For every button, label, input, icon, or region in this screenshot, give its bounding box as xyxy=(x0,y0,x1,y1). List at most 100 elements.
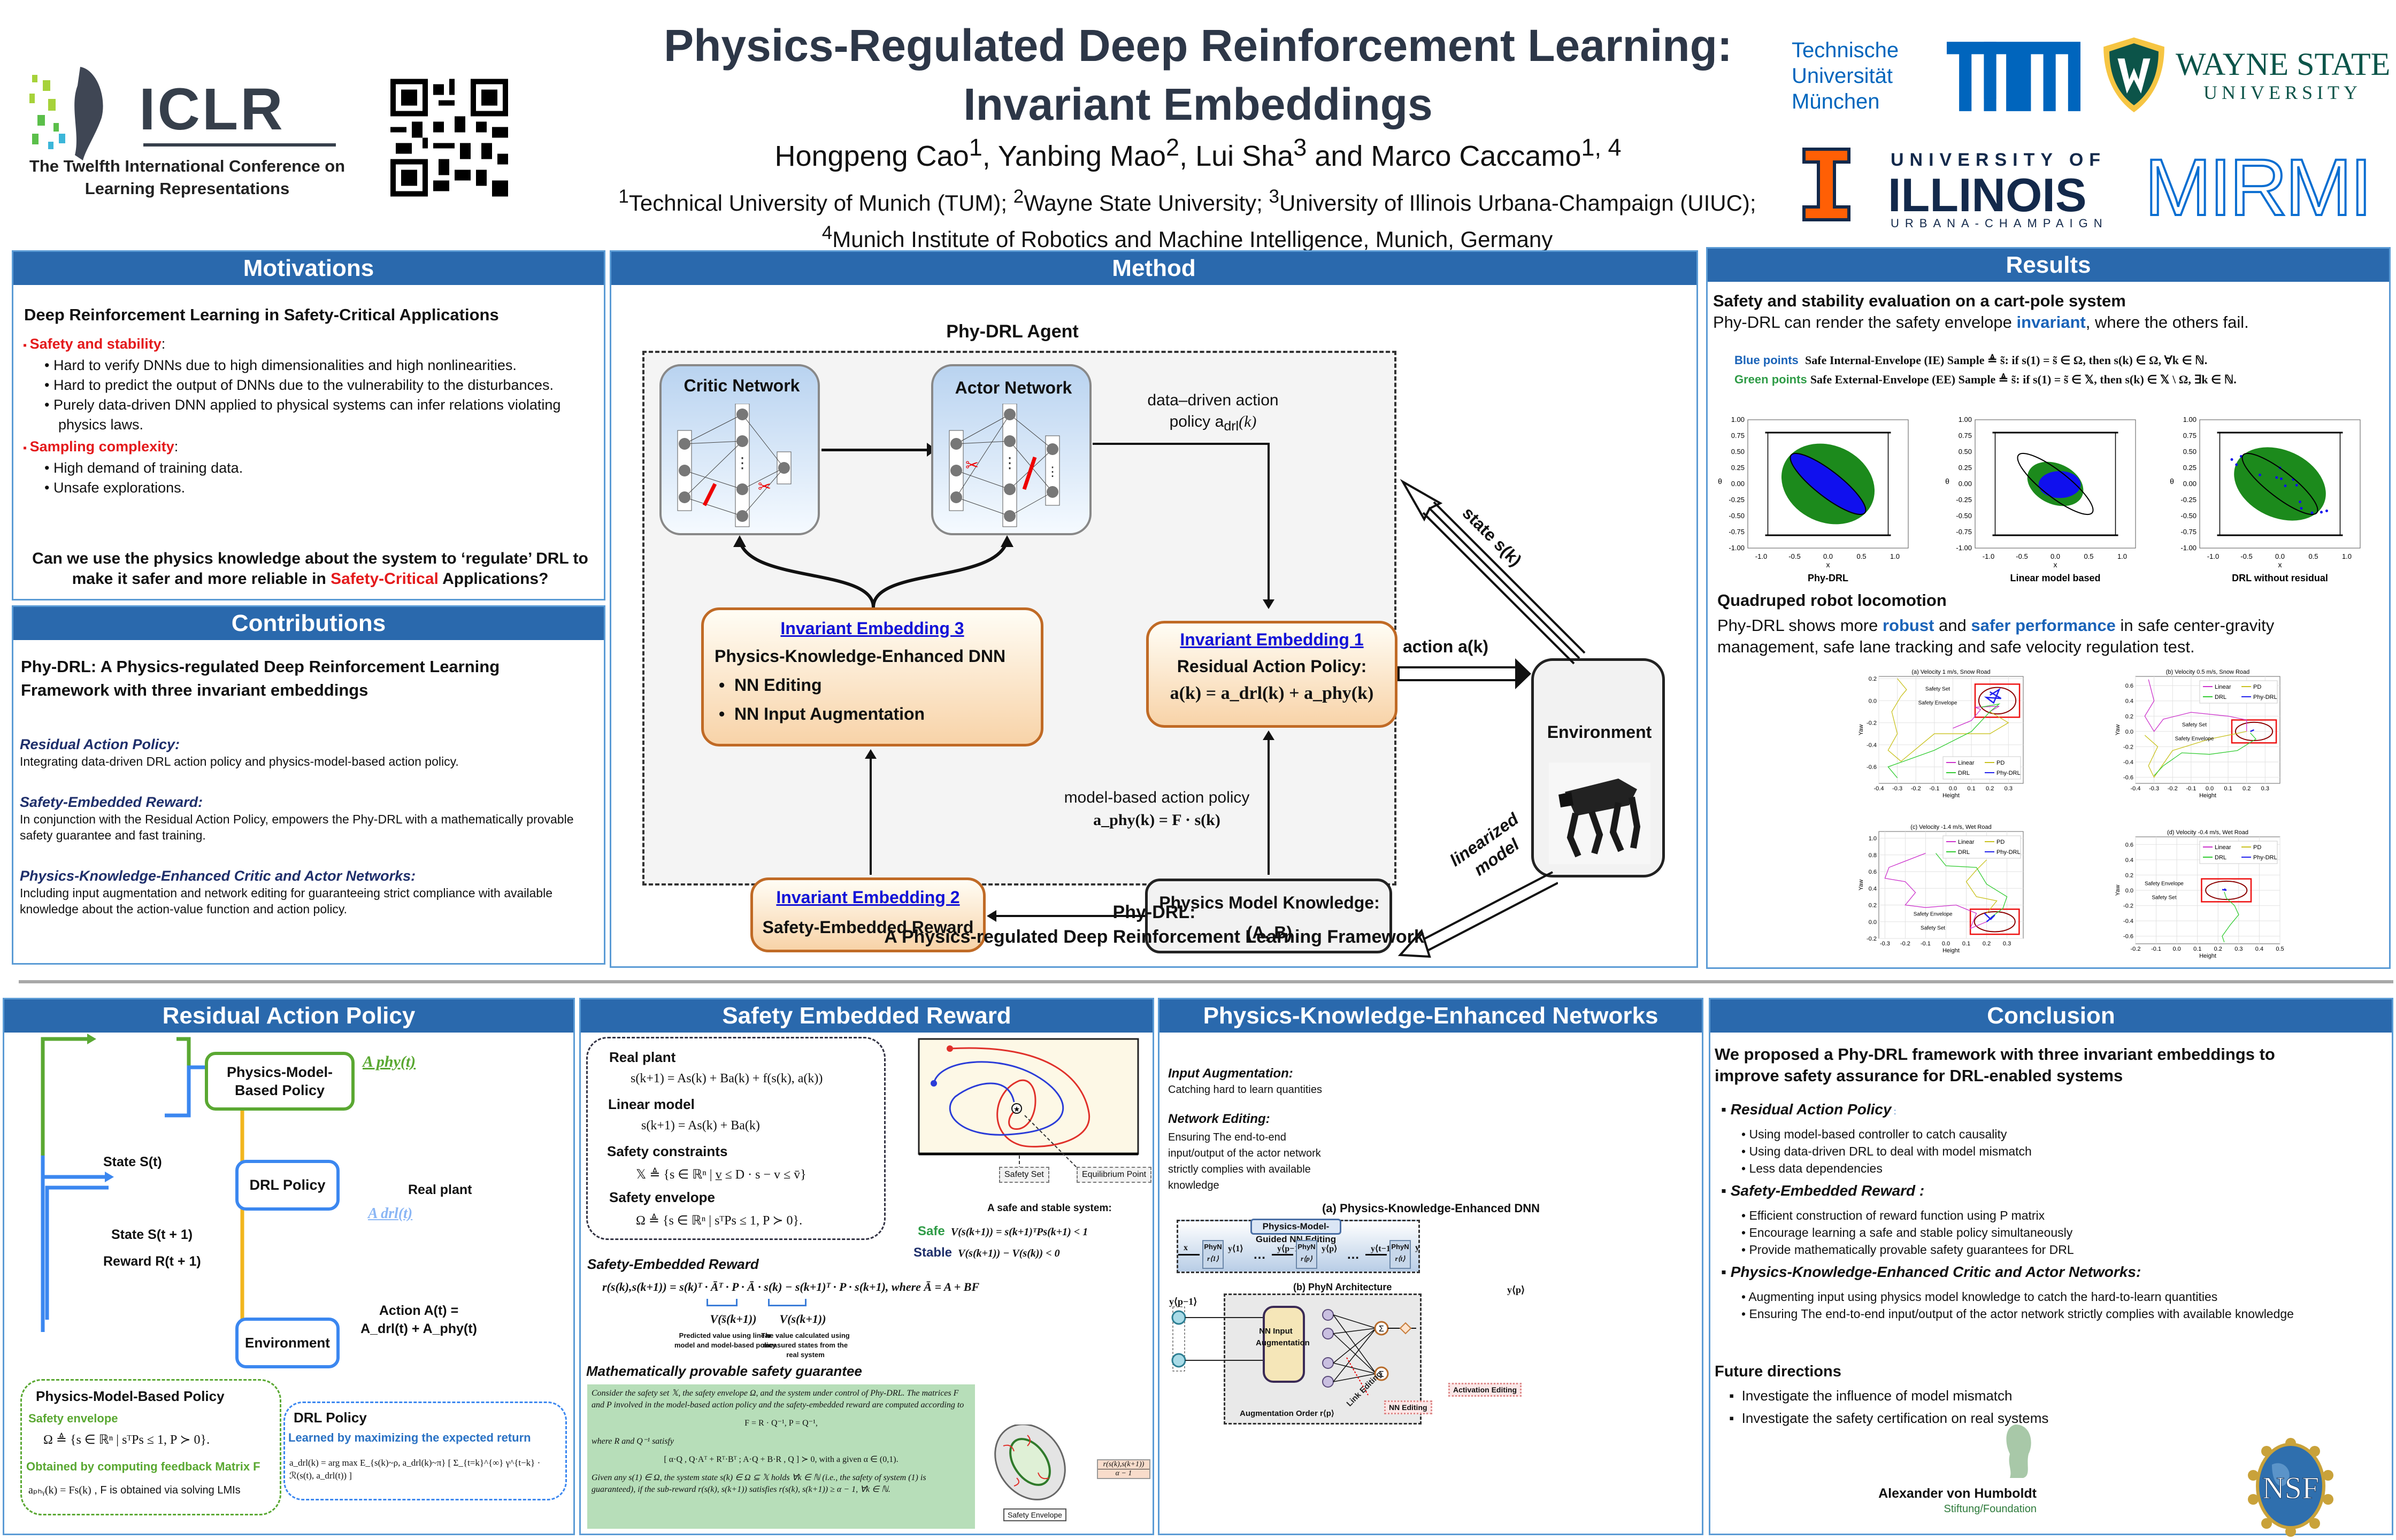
chain-arrow xyxy=(1365,1254,1387,1256)
net-edit-text: Ensuring The end-to-end input/output of … xyxy=(1168,1131,1321,1191)
contribution-label: Physics-Knowledge-Enhanced Critic and Ac… xyxy=(20,868,416,884)
bullet-icon: • xyxy=(44,480,53,496)
ie1-link[interactable]: Invariant Embedding 1 xyxy=(1180,630,1364,649)
contribution-text: In conjunction with the Residual Action … xyxy=(20,812,574,842)
y-tick-label: 0.50 xyxy=(1731,448,1745,456)
affiliation-text: Munich Institute of Robotics and Machine… xyxy=(832,227,1553,252)
arrowhead xyxy=(865,749,877,759)
bracket xyxy=(768,1299,807,1306)
pmbp-envelope-label: Safety envelope xyxy=(28,1412,118,1425)
bullet-icon: • xyxy=(1741,1307,1749,1321)
affiliations: 1Technical University of Munich (TUM); 2… xyxy=(546,182,1829,255)
nsf-logo: NSF xyxy=(2245,1433,2336,1537)
group-label-text: Safety and stability xyxy=(29,336,162,352)
conclusion-group-suffix: : xyxy=(1891,1107,1896,1116)
x-axis-label: x xyxy=(1826,560,1830,569)
stable-formula: V(s(k+1)) − V(s(k)) < 0 xyxy=(958,1248,1060,1259)
safety-set-box xyxy=(2231,719,2277,744)
x-tick-label: -0.1 xyxy=(2186,786,2196,792)
y-tick-label: 0.4 xyxy=(1869,886,1877,892)
iclr-underline xyxy=(143,143,336,147)
physics-model-knowledge: Physics Model Knowledge: (A, B) xyxy=(1145,879,1392,953)
x-tick-label: -0.2 xyxy=(1900,941,1910,947)
quadruped-text-part: in safe center-gravity management, safe … xyxy=(1717,616,2275,656)
motivation-group-label: ▪ Safety and stability: xyxy=(23,334,590,356)
bullet-icon: • xyxy=(1741,1290,1749,1304)
qr-code[interactable] xyxy=(390,78,508,198)
environment-label: Environment xyxy=(1547,722,1652,742)
bullet-icon: • xyxy=(44,397,53,413)
activation-editing-label[interactable]: Activation Editing xyxy=(1448,1383,1522,1397)
critic-to-actor-arrow xyxy=(821,449,931,451)
x-axis-label: Height xyxy=(1942,792,1960,799)
x-tick-label: 0.0 xyxy=(1942,941,1950,947)
quadruped-text-part: and xyxy=(1934,616,1971,635)
legend-label: Linear xyxy=(1958,760,1975,766)
legend-label: DRL xyxy=(1958,849,1970,856)
cartpole-highlight: invariant xyxy=(2016,313,2086,332)
square-bullet-icon: ▪ xyxy=(1721,1101,1731,1118)
arrowhead xyxy=(1515,658,1531,689)
bullet-icon: • xyxy=(44,357,53,373)
state-next-label: State S(t + 1) xyxy=(111,1227,193,1242)
tum-name-line: München xyxy=(1792,90,1880,113)
series-line-drl xyxy=(1887,703,2001,779)
constraints-formula: 𝕏 ≜ {s ∈ ℝⁿ | v̲ ≤ D · s − v ≤ v̄} xyxy=(636,1168,807,1182)
y-tick-label: 0.6 xyxy=(1869,869,1877,875)
wayne-state-university: UNIVERSITY xyxy=(2203,82,2362,103)
contribution-item: Physics-Knowledge-Enhanced Critic and Ac… xyxy=(20,867,597,917)
phyn-label: PhyN xyxy=(1204,1243,1222,1251)
blue-point xyxy=(2275,476,2278,479)
physics-policy-box: Physics-Model-Based Policy xyxy=(205,1052,355,1111)
y-tick-label: -0.4 xyxy=(2123,759,2133,766)
y-tick-label: 0.2 xyxy=(1869,676,1877,682)
iclr-subtitle-line1: The Twelfth International Conference on xyxy=(29,157,345,175)
x-axis-label: x xyxy=(2054,560,2057,569)
safety-envelope xyxy=(2241,452,2318,515)
group-label-text: Sampling complexity xyxy=(29,438,174,455)
author-sep: , xyxy=(982,140,998,172)
x-tick-label: 0.5 xyxy=(2308,552,2318,560)
motivations-header: Motivations xyxy=(13,252,604,285)
conclusion-item-text: Ensuring The end-to-end input/output of … xyxy=(1749,1307,2294,1321)
conclusion-item: • Provide mathematically provable safety… xyxy=(1721,1241,2384,1258)
method-panel: Method Phy-DRL Agent Critic Network ⋮ ✂ … xyxy=(610,250,1698,968)
annotation: Safety Set xyxy=(2182,722,2207,728)
x-axis-label: Height xyxy=(1942,948,1960,954)
ie2-link[interactable]: Invariant Embedding 2 xyxy=(776,888,960,907)
drl-action-formula: policy adrl(k) xyxy=(1111,411,1315,437)
iclr-logo: ICLR The Twelfth International Conferenc… xyxy=(16,64,358,198)
guided-editing-box[interactable]: Physics-Model-Guided NN Editing xyxy=(1250,1219,1341,1244)
annotation: Safety Set xyxy=(2152,895,2176,901)
series-line-phy-drl xyxy=(1984,688,2002,704)
nn-input-aug-line: NN Input xyxy=(1259,1327,1293,1336)
y-tick-label: -0.6 xyxy=(2123,934,2133,940)
x-tick-label: 0.5 xyxy=(1856,552,1866,560)
y-tick-label: 0.25 xyxy=(2183,464,2197,472)
blue-point xyxy=(2230,458,2233,461)
bullet-icon: • xyxy=(1741,1127,1749,1141)
real-plant-label: Real plant xyxy=(609,1049,676,1065)
y-tick-label: 1.00 xyxy=(1731,415,1745,424)
chain-arrow xyxy=(1178,1254,1200,1256)
theorem-eq1: F = R · Q⁻¹, P = Q⁻¹, xyxy=(744,1419,818,1428)
motivation-item: • High demand of training data. xyxy=(23,458,590,478)
series-line-linear xyxy=(1884,852,1987,929)
ie3-item-text: NN Input Augmentation xyxy=(734,704,925,723)
conclusion-group-text: Physics-Knowledge-Enhanced Critic and Ac… xyxy=(1730,1264,2141,1280)
svg-text:★: ★ xyxy=(1013,1105,1020,1113)
v-pred: V(s̄(k+1)) xyxy=(710,1312,757,1326)
ie3-link[interactable]: Invariant Embedding 3 xyxy=(780,619,964,638)
nn-editing-label[interactable]: NN Editing xyxy=(1384,1400,1432,1414)
safety-envelope xyxy=(1790,452,1867,515)
arrowhead xyxy=(1263,599,1274,609)
pmbp-feedback-label: Obtained by computing feedback Matrix F xyxy=(26,1460,260,1473)
square-bullet-icon: ▪ xyxy=(1721,1182,1731,1199)
author-name: Marco Caccamo xyxy=(1371,140,1581,172)
future-item-text: Investigate the influence of model misma… xyxy=(1741,1388,2013,1404)
